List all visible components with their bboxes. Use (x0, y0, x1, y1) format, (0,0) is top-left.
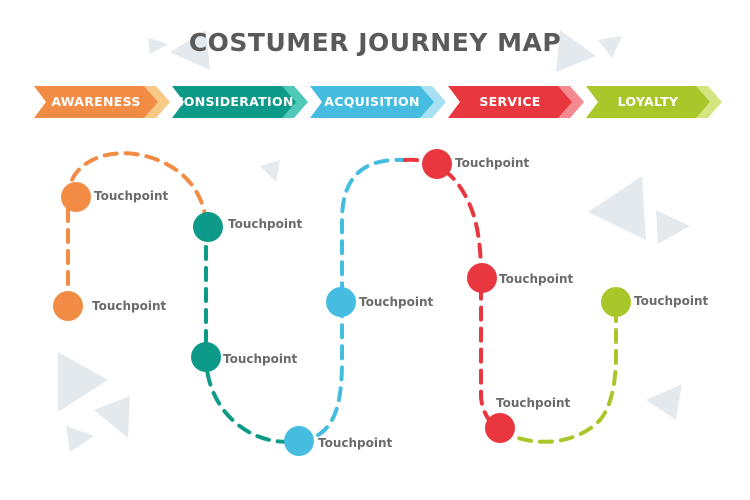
touchpoint-dot[interactable] (326, 287, 356, 317)
touchpoint-label: Touchpoint (359, 295, 434, 309)
stage-arrow (34, 86, 158, 118)
decor-triangle (556, 30, 596, 72)
touchpoint-dot[interactable] (601, 287, 631, 317)
decor-triangle (66, 426, 94, 452)
decor-triangle (260, 160, 280, 182)
touchpoint-dot[interactable] (193, 212, 223, 242)
path-segment-loyalty (498, 301, 618, 444)
decor-triangle (588, 176, 646, 240)
stage-arrow (586, 86, 710, 118)
touchpoint-dot[interactable] (61, 182, 91, 212)
touchpoint-label: Touchpoint (455, 156, 530, 170)
stage-label: AWARENESS (51, 94, 141, 109)
decor-triangle (148, 38, 168, 54)
stage-label: SERVICE (479, 94, 541, 109)
decor-triangle (58, 352, 108, 412)
path-segment-awareness (66, 151, 208, 307)
touchpoint-label: Touchpoint (318, 436, 393, 450)
path-segment-consideration (204, 224, 300, 444)
touchpoint-label: Touchpoint (92, 299, 167, 313)
touchpoint-dot[interactable] (191, 342, 221, 372)
touchpoint-dot[interactable] (284, 426, 314, 456)
decor-triangle (598, 36, 622, 58)
background-decoration (58, 30, 690, 452)
stage-arrow (310, 86, 434, 118)
stage-arrow (172, 86, 296, 118)
touchpoint-label: Touchpoint (496, 396, 571, 410)
decor-triangle (170, 30, 210, 70)
stage-bar: AWARENESS CONSIDERATION ACQUISITION SERV… (34, 86, 724, 118)
touchpoint-label: Touchpoint (634, 294, 709, 308)
touchpoint-label: Touchpoint (499, 272, 574, 286)
decor-triangle (646, 384, 682, 420)
touchpoint-dot[interactable] (53, 291, 83, 321)
decor-triangle (94, 396, 130, 438)
page-title: COSTUMER JOURNEY MAP (188, 28, 562, 57)
touchpoint-label: Touchpoint (94, 189, 169, 203)
stage-label: LOYALTY (617, 94, 679, 109)
path-segment-service (403, 157, 502, 432)
stage-arrow (448, 86, 572, 118)
touchpoint-dot[interactable] (422, 149, 452, 179)
touchpoint-dot[interactable] (485, 413, 515, 443)
touchpoint-label: Touchpoint (228, 217, 303, 231)
touchpoint-dot[interactable] (467, 263, 497, 293)
stage-label: CONSIDERATION (174, 94, 294, 109)
decor-triangle (656, 210, 690, 244)
stage-label: ACQUISITION (324, 94, 420, 109)
touchpoint-label: Touchpoint (223, 352, 298, 366)
